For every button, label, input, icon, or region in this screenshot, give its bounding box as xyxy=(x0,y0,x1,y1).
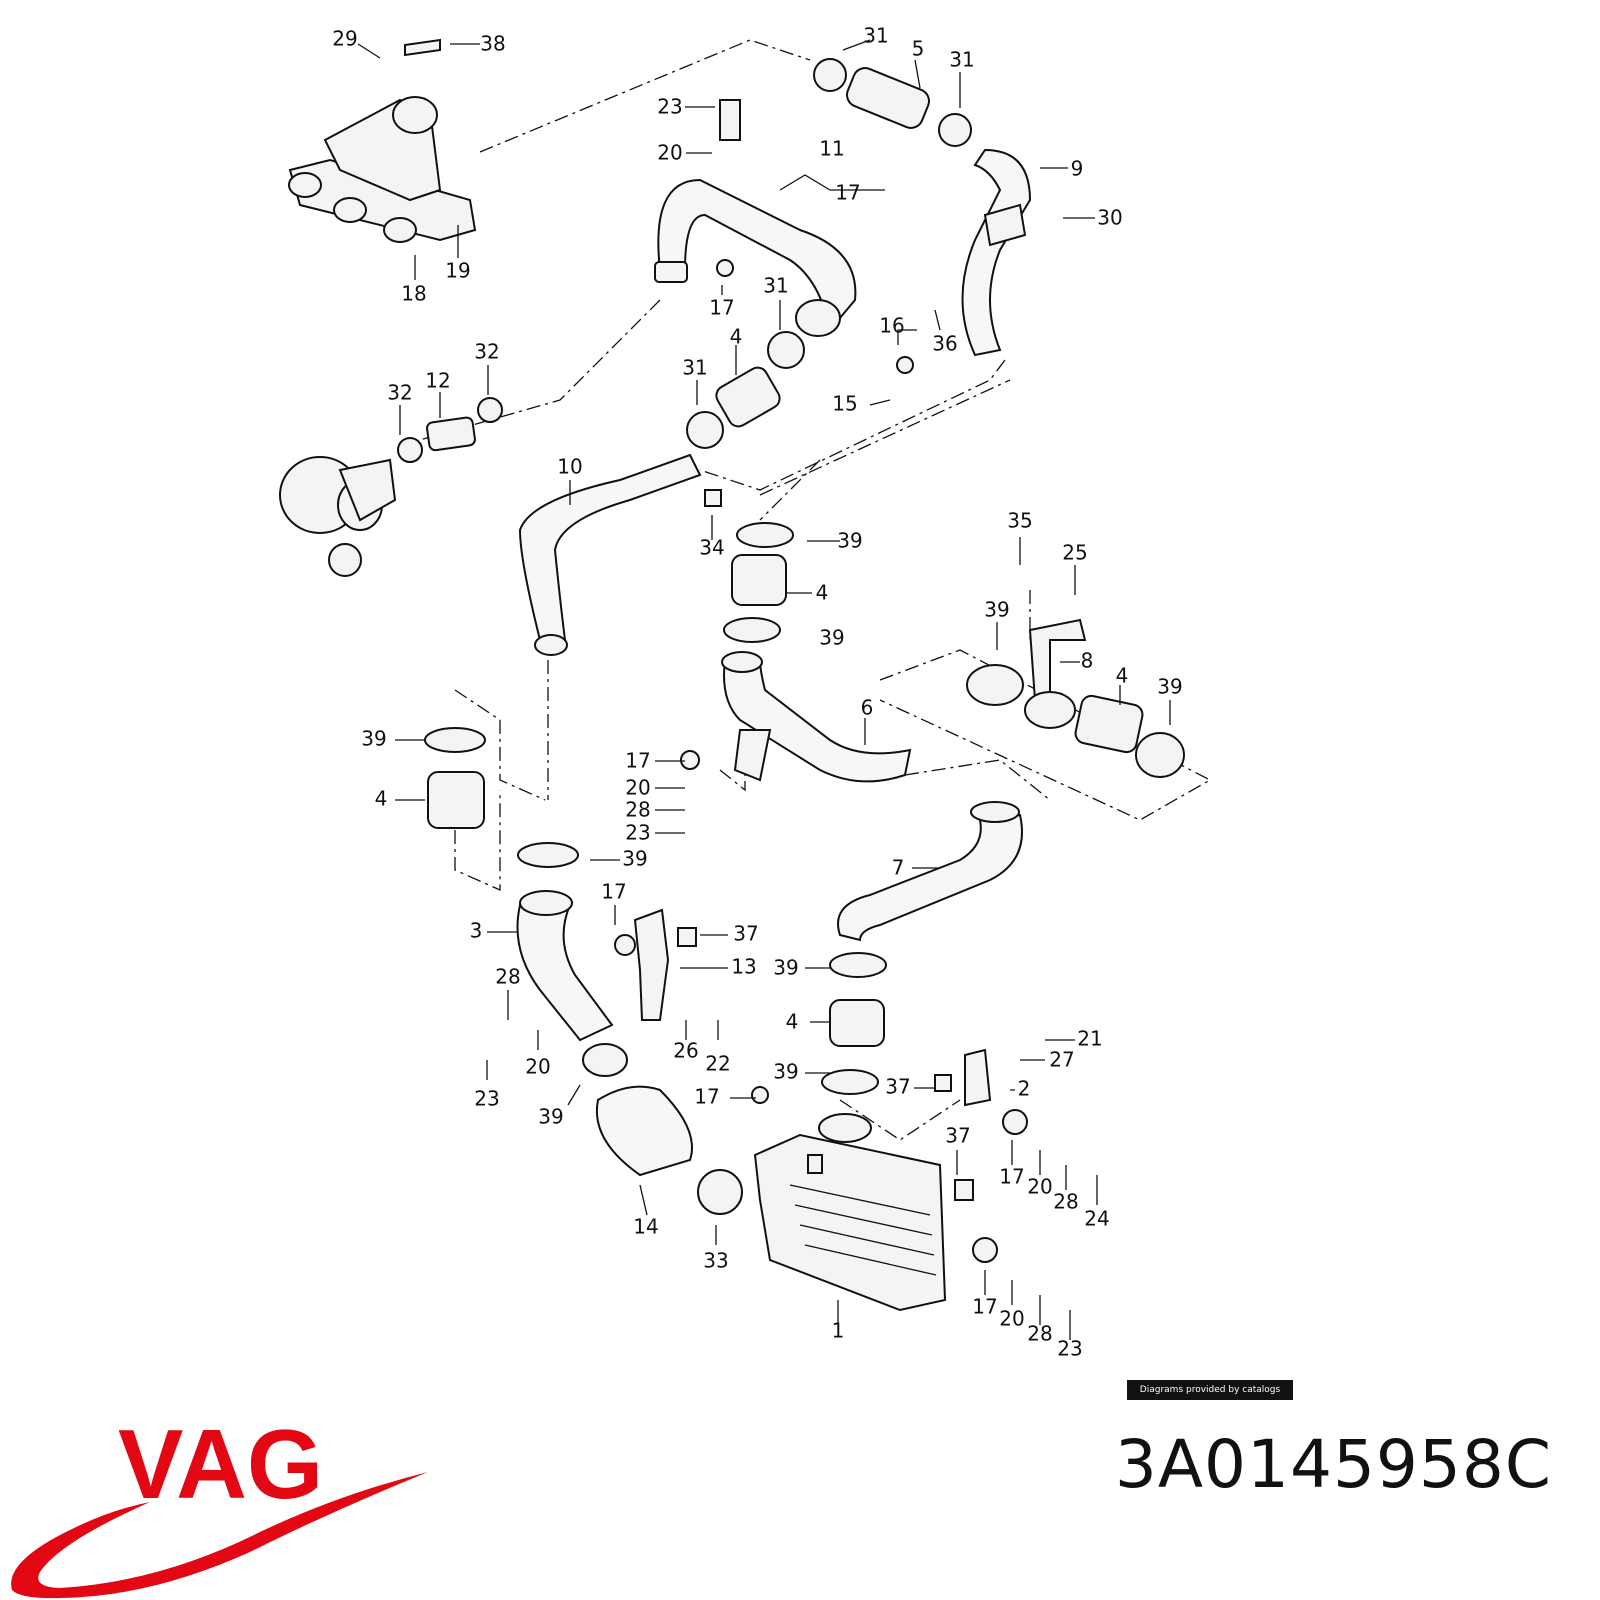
callout-label: 36 xyxy=(932,332,957,356)
catalog-credit: Diagrams provided by catalogs parts xyxy=(1127,1380,1293,1415)
callout-label: 20 xyxy=(625,776,650,800)
callout-label: 19 xyxy=(445,259,470,283)
callout-label: 18 xyxy=(401,282,426,306)
callout-label: 23 xyxy=(1057,1337,1082,1361)
callout-label: 4 xyxy=(730,325,743,349)
callout-label: 38 xyxy=(480,32,505,56)
callout-label: 8 xyxy=(1081,649,1094,673)
callout-label: 17 xyxy=(709,296,734,320)
logo-swoosh xyxy=(11,1472,429,1599)
callout-label: 20 xyxy=(1027,1175,1052,1199)
callout-label: 9 xyxy=(1071,157,1084,181)
callout-label: 39 xyxy=(984,598,1009,622)
exploded-drawing xyxy=(279,38,1212,1340)
callout-label: 32 xyxy=(474,340,499,364)
callout-label: 31 xyxy=(949,48,974,72)
callout-label: 11 xyxy=(819,137,844,161)
callout-label: 28 xyxy=(495,965,520,989)
callout-label: 35 xyxy=(1007,509,1032,533)
callout-label: 1 xyxy=(832,1319,845,1343)
callout-label: 4 xyxy=(1116,664,1129,688)
callout-label: 31 xyxy=(682,356,707,380)
callout-label: 28 xyxy=(1053,1190,1078,1214)
callout-label: 20 xyxy=(657,141,682,165)
part-number: 3A0145958C xyxy=(1114,1426,1552,1503)
callout-label: 39 xyxy=(622,847,647,871)
callout-label: 6 xyxy=(861,696,874,720)
callout-label: 39 xyxy=(538,1105,563,1129)
callout-label: 37 xyxy=(945,1124,970,1148)
callout-label: 10 xyxy=(557,455,582,479)
callout-label: 7 xyxy=(892,856,905,880)
callout-label: 27 xyxy=(1049,1048,1074,1072)
callout-label: 17 xyxy=(625,749,650,773)
callout-label: 3 xyxy=(470,919,483,943)
callout-label: 26 xyxy=(673,1039,698,1063)
callout-label: 14 xyxy=(633,1215,658,1239)
callout-label: 28 xyxy=(1027,1322,1052,1346)
callout-label: 2 xyxy=(1018,1077,1031,1101)
callout-label: 39 xyxy=(773,1060,798,1084)
callout-label: 37 xyxy=(885,1075,910,1099)
vag-logo: VAG xyxy=(11,1412,429,1599)
callout-label: 21 xyxy=(1077,1027,1102,1051)
callout-label: 17 xyxy=(972,1295,997,1319)
callout-label: 17 xyxy=(835,181,860,205)
callout-label: 23 xyxy=(474,1087,499,1111)
callout-label: 13 xyxy=(731,955,756,979)
callout-label: 17 xyxy=(999,1165,1024,1189)
callout-label: 12 xyxy=(425,369,450,393)
callout-label: 15 xyxy=(832,392,857,416)
callout-label: 28 xyxy=(625,798,650,822)
callout-label: 39 xyxy=(773,956,798,980)
callout-label: 39 xyxy=(1157,675,1182,699)
callout-label: 4 xyxy=(816,581,829,605)
callout-label: 30 xyxy=(1097,206,1122,230)
callout-label: 4 xyxy=(375,787,388,811)
logo-text: VAG xyxy=(118,1412,323,1519)
callout-label: 22 xyxy=(705,1052,730,1076)
callout-label: 24 xyxy=(1084,1207,1109,1231)
callout-label: 34 xyxy=(699,536,724,560)
callout-label: 23 xyxy=(625,821,650,845)
callout-label: 37 xyxy=(733,922,758,946)
callout-label: 31 xyxy=(863,24,888,48)
callout-label: 5 xyxy=(912,37,925,61)
callout-label: 17 xyxy=(694,1085,719,1109)
callout-label: 16 xyxy=(879,314,904,338)
callout-label: 20 xyxy=(999,1307,1024,1331)
callout-label: 17 xyxy=(601,880,626,904)
callout-label: 20 xyxy=(525,1055,550,1079)
callout-label: 29 xyxy=(332,27,357,51)
callout-label: 32 xyxy=(387,381,412,405)
callout-label: 4 xyxy=(786,1010,799,1034)
callout-label: 23 xyxy=(657,95,682,119)
callout-label: 25 xyxy=(1062,541,1087,565)
callout-label: 39 xyxy=(361,727,386,751)
callout-label: 39 xyxy=(819,626,844,650)
callout-label: 33 xyxy=(703,1249,728,1273)
callout-label: 39 xyxy=(837,529,862,553)
callout-label: 31 xyxy=(763,274,788,298)
